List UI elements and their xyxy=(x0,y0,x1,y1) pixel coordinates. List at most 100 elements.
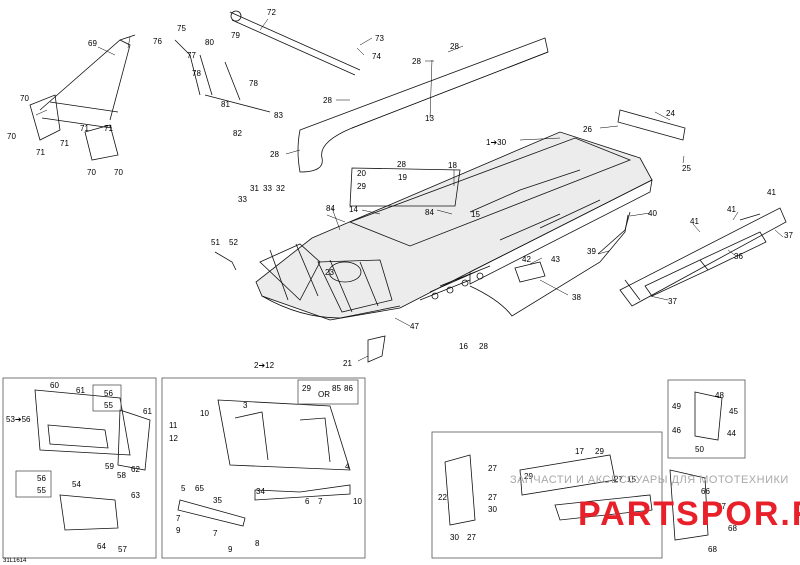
callout-41c: 41 xyxy=(690,217,699,226)
callout-46: 46 xyxy=(672,426,681,435)
tube-38 xyxy=(469,214,629,317)
inset-front-bracket-parts xyxy=(15,384,151,531)
callout-20: 20 xyxy=(357,169,366,178)
callout-9b: 9 xyxy=(228,545,233,554)
callout-43: 43 xyxy=(551,255,560,264)
callout-55b: 55 xyxy=(37,486,46,495)
callout-63: 63 xyxy=(131,491,140,500)
callout-45: 45 xyxy=(729,407,738,416)
callout-53-56: 53➔56 xyxy=(6,415,31,424)
callout-16: 16 xyxy=(459,342,468,351)
callout-37b: 37 xyxy=(668,297,677,306)
callout-68a: 68 xyxy=(728,524,737,533)
callout-28a: 28 xyxy=(450,42,459,51)
callout-33b: 33 xyxy=(238,195,247,204)
tunnel-cover xyxy=(297,37,549,173)
callout-70a: 70 xyxy=(20,94,29,103)
callout-15b: 15 xyxy=(627,475,636,484)
callout-64: 64 xyxy=(97,542,106,551)
callout-34: 34 xyxy=(256,487,265,496)
callout-4: 4 xyxy=(345,462,350,471)
callout-37a: 37 xyxy=(784,231,793,240)
callout-38: 38 xyxy=(572,293,581,302)
callout-18: 18 xyxy=(448,161,457,170)
callout-78a: 78 xyxy=(192,69,201,78)
inset-frame-front-bracket xyxy=(2,377,157,559)
callout-36: 36 xyxy=(734,252,743,261)
callout-52: 52 xyxy=(229,238,238,247)
callout-70b: 70 xyxy=(7,132,16,141)
front-suspension-arm-left xyxy=(29,94,61,141)
callout-33a: 33 xyxy=(263,184,272,193)
inset-frame-rear-parts xyxy=(431,431,663,559)
callout-29b: 29 xyxy=(302,384,311,393)
callout-29d: 29 xyxy=(524,472,533,481)
inset-frame-front-suspension-frame xyxy=(161,377,366,559)
callout-75: 75 xyxy=(177,24,186,33)
callout-24: 24 xyxy=(666,109,675,118)
callout-66: 66 xyxy=(701,487,710,496)
callout-50: 50 xyxy=(695,445,704,454)
callout-41a: 41 xyxy=(767,188,776,197)
callout-1-30: 1➔30 xyxy=(486,138,507,147)
callout-73: 73 xyxy=(375,34,384,43)
callout-86: 86 xyxy=(344,384,353,393)
callout-67: 67 xyxy=(717,502,726,511)
callout-or: OR xyxy=(318,390,330,399)
callout-21: 21 xyxy=(343,359,352,368)
callout-10a: 10 xyxy=(200,409,209,418)
callout-77: 77 xyxy=(187,51,196,60)
callout-55a: 55 xyxy=(104,401,113,410)
callout-62: 62 xyxy=(131,465,140,474)
callout-27d: 27 xyxy=(467,533,476,542)
callout-68b: 68 xyxy=(708,545,717,554)
rear-rail xyxy=(619,207,787,307)
callout-85: 85 xyxy=(332,384,341,393)
callout-28b: 28 xyxy=(412,57,421,66)
callout-84b: 84 xyxy=(425,208,434,217)
callout-28e: 28 xyxy=(397,160,406,169)
callout-70c: 70 xyxy=(87,168,96,177)
callout-35: 35 xyxy=(213,496,222,505)
callout-72: 72 xyxy=(267,8,276,17)
callout-30b: 30 xyxy=(450,533,459,542)
callout-74: 74 xyxy=(372,52,381,61)
callout-28c: 28 xyxy=(323,96,332,105)
callout-27b: 27 xyxy=(488,493,497,502)
callout-83: 83 xyxy=(274,111,283,120)
callout-59: 59 xyxy=(105,462,114,471)
callout-56a: 56 xyxy=(104,389,113,398)
callout-80: 80 xyxy=(205,38,214,47)
callout-70d: 70 xyxy=(114,168,123,177)
support-rods xyxy=(174,39,271,113)
callout-14: 14 xyxy=(349,205,358,214)
callout-32: 32 xyxy=(276,184,285,193)
callout-31: 31 xyxy=(250,184,259,193)
callout-13: 13 xyxy=(425,114,434,123)
main-chassis xyxy=(255,109,686,321)
callout-58: 58 xyxy=(117,471,126,480)
callout-28d: 28 xyxy=(270,150,279,159)
callout-22: 22 xyxy=(438,493,447,502)
callout-27a: 27 xyxy=(488,464,497,473)
diagram-reference: 31L1614 xyxy=(3,558,27,564)
callout-81: 81 xyxy=(221,100,230,109)
inset-frame-side-bracket xyxy=(667,379,746,459)
steering-rod xyxy=(229,10,361,76)
callout-12: 12 xyxy=(169,434,178,443)
callout-17: 17 xyxy=(575,447,584,456)
callout-82: 82 xyxy=(233,129,242,138)
callout-57: 57 xyxy=(118,545,127,554)
callout-47: 47 xyxy=(410,322,419,331)
watermark-text: ЗАПЧАСТИ И АКСЕССУАРЫ ДЛЯ МОТОТЕХНИКИ xyxy=(510,474,789,486)
callout-25: 25 xyxy=(682,164,691,173)
callout-78b: 78 xyxy=(249,79,258,88)
callout-71b: 71 xyxy=(60,139,69,148)
callout-40: 40 xyxy=(648,209,657,218)
tube-39 xyxy=(597,211,631,255)
callout-29a: 29 xyxy=(357,182,366,191)
callout-54: 54 xyxy=(72,480,81,489)
front-suspension-arm-right xyxy=(84,124,119,161)
callout-41b: 41 xyxy=(727,205,736,214)
